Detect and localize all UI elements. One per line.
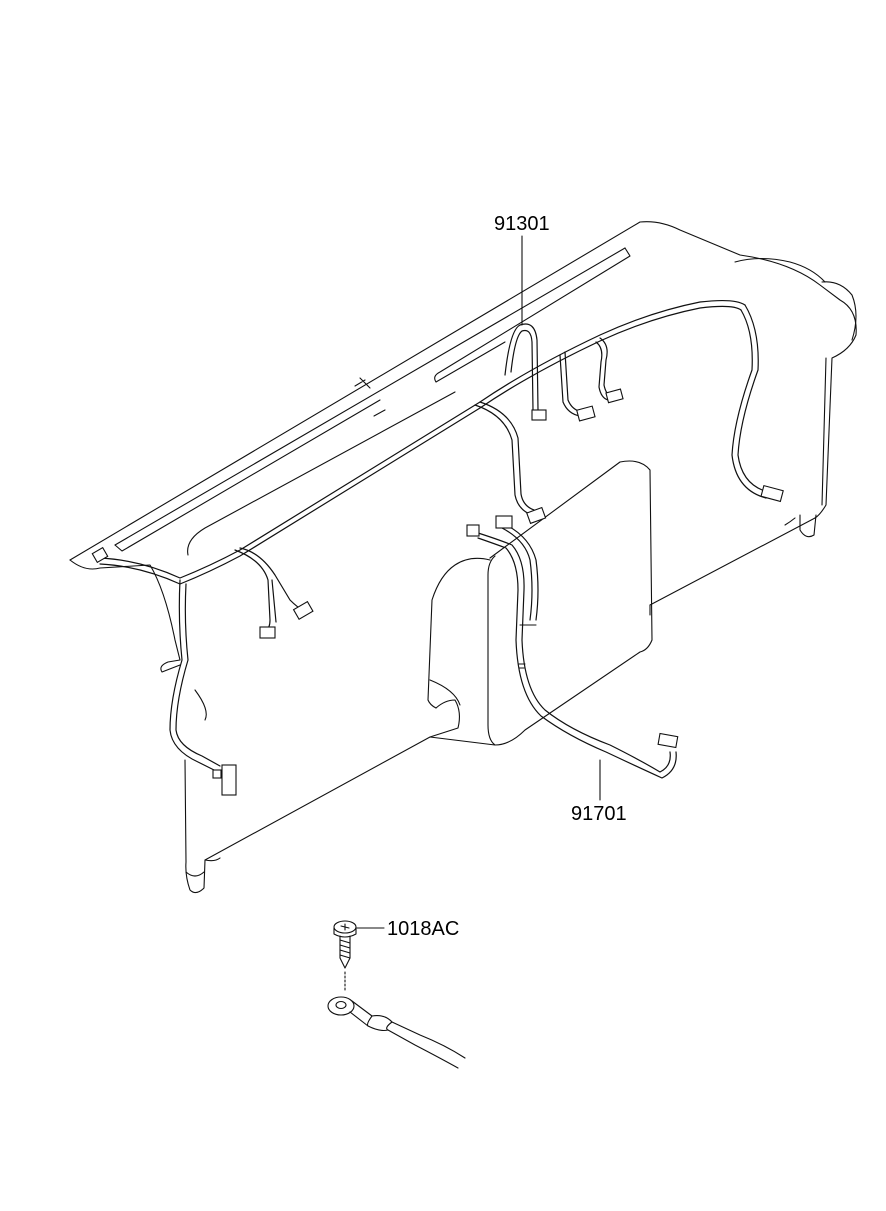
rear-package-tray-panel [69, 221, 857, 894]
lower-wire-harness [474, 525, 677, 779]
connector [91, 388, 784, 796]
tapping-screw [333, 920, 357, 993]
part-number-label-1018AC: 1018AC [387, 918, 459, 940]
ground-cable [327, 996, 466, 1069]
part-number-label-91701: 91701 [571, 803, 627, 825]
connector [466, 515, 679, 749]
main-wire-harness [99, 299, 769, 773]
leader-lines [356, 235, 601, 929]
part-number-label-91301: 91301 [494, 213, 550, 235]
